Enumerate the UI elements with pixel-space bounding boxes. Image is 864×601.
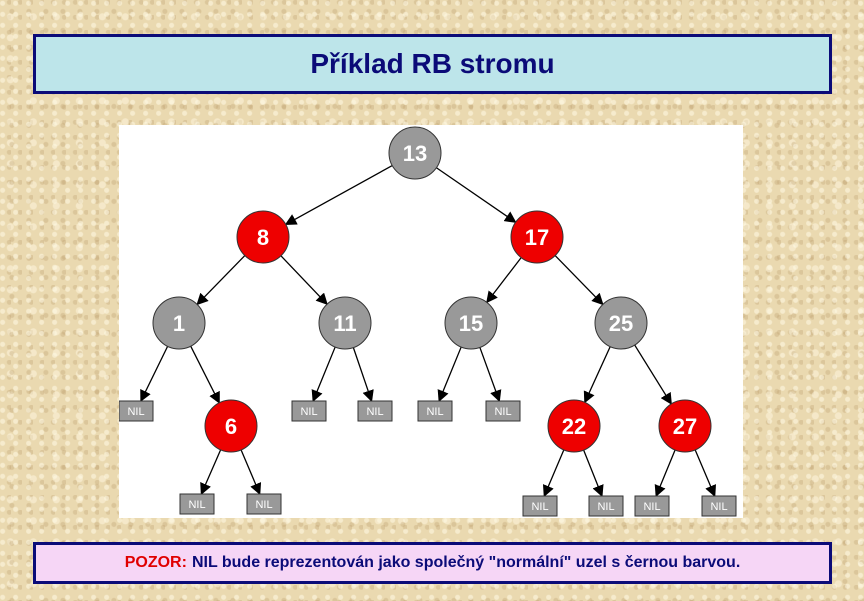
note-warning-label: POZOR: — [124, 554, 187, 571]
edge-n6-nil6 — [200, 449, 222, 496]
nil-leaf: NIL — [417, 400, 453, 422]
tree-node-1: 1 — [152, 296, 206, 350]
edge-n27-nil11 — [694, 449, 717, 498]
nil-leaf: NIL — [179, 493, 215, 515]
edge-n13-n17 — [436, 167, 517, 223]
edge-n15-nil4 — [437, 346, 462, 403]
nil-label: NIL — [127, 406, 144, 418]
edge-n6-nil7 — [240, 449, 262, 496]
edge-n22-nil9 — [583, 449, 604, 498]
nil-leaf: NIL — [246, 493, 282, 515]
nil-label: NIL — [494, 406, 511, 418]
nil-leaf: NIL — [357, 400, 393, 422]
edge-n17-n25 — [554, 255, 604, 306]
nil-leaf: NIL — [588, 495, 624, 517]
tree-node-label: 8 — [257, 225, 269, 250]
nil-leaf: NIL — [118, 400, 154, 422]
tree-node-label: 11 — [333, 311, 356, 336]
nil-label: NIL — [710, 501, 727, 513]
tree-node-label: 1 — [173, 311, 185, 336]
note-banner: POZOR: NIL bude reprezentován jako spole… — [33, 542, 832, 584]
nil-leaf: NIL — [291, 400, 327, 422]
tree-node-15: 15 — [444, 296, 498, 350]
tree-node-13: 13 — [388, 126, 442, 180]
nil-label: NIL — [426, 406, 443, 418]
tree-node-25: 25 — [594, 296, 648, 350]
tree-node-8: 8 — [236, 210, 290, 264]
edge-n15-nil5 — [479, 347, 502, 403]
tree-node-27: 27 — [658, 399, 712, 453]
nil-leaf: NIL — [522, 495, 558, 517]
tree-node-17: 17 — [510, 210, 564, 264]
nil-label: NIL — [366, 406, 383, 418]
page-title: Příklad RB stromu — [310, 48, 555, 79]
edge-n13-n8 — [284, 165, 393, 225]
nil-leaf: NIL — [701, 495, 737, 517]
edge-n11-nil2 — [311, 346, 336, 403]
nil-leaf: NIL — [634, 495, 670, 517]
tree-node-11: 11 — [318, 296, 372, 350]
tree-node-label: 6 — [225, 414, 237, 439]
tree-node-6: 6 — [204, 399, 258, 453]
tree-node-label: 13 — [403, 141, 427, 166]
tree-node-22: 22 — [547, 399, 601, 453]
nil-label: NIL — [597, 501, 614, 513]
nil-label: NIL — [531, 501, 548, 513]
tree-node-label: 27 — [673, 414, 697, 439]
nil-label: NIL — [188, 499, 205, 511]
title-banner: Příklad RB stromu — [33, 34, 832, 94]
edge-n22-nil8 — [542, 449, 565, 498]
edge-n11-nil3 — [352, 347, 374, 403]
tree-node-label: 17 — [525, 225, 549, 250]
nil-label: NIL — [643, 501, 660, 513]
nil-leaf: NIL — [485, 400, 521, 422]
note-text: NIL bude reprezentován jako společný "no… — [191, 554, 741, 571]
edge-n8-n11 — [280, 255, 328, 306]
edge-n25-n27 — [634, 344, 672, 405]
edge-n27-nil10 — [654, 449, 676, 498]
nil-label: NIL — [255, 499, 272, 511]
edge-n1-n6 — [190, 345, 220, 404]
edge-n1-nil1 — [140, 346, 169, 403]
tree-node-label: 22 — [562, 414, 586, 439]
edge-n17-n15 — [486, 257, 522, 304]
tree-node-label: 25 — [609, 311, 633, 336]
nil-label: NIL — [300, 406, 317, 418]
edge-n8-n1 — [196, 255, 246, 306]
tree-node-label: 15 — [459, 311, 483, 336]
edge-n25-n22 — [583, 346, 611, 404]
